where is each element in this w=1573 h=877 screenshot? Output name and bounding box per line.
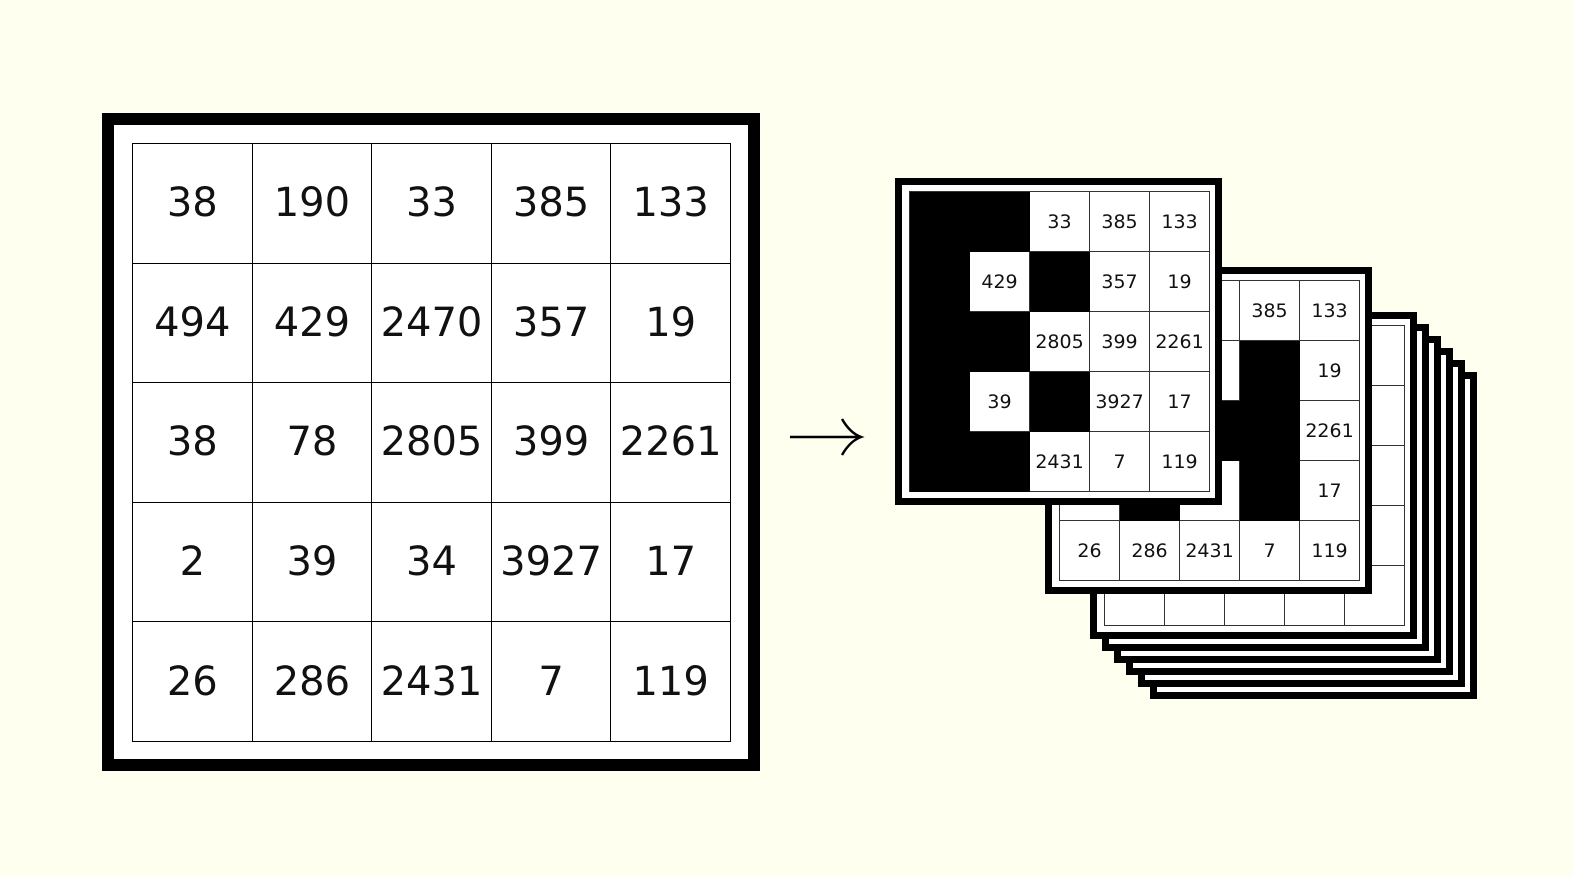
grid-cell: 2261 (611, 383, 731, 503)
grid-cell: 2261 (1150, 312, 1210, 372)
masked-cell (910, 372, 970, 432)
masked-cell (910, 312, 970, 372)
grid-cell: 429 (970, 252, 1030, 312)
grid-cell: 17 (611, 502, 731, 623)
grid-cell: 2470 (372, 263, 492, 384)
grid-cell: 7 (1090, 432, 1150, 492)
grid-cell: 399 (491, 383, 612, 503)
masked-cell (910, 432, 970, 492)
masked-cell (910, 192, 970, 252)
grid-cell: 2261 (1300, 401, 1360, 461)
grid-cell: 133 (1150, 192, 1210, 252)
grid-cell: 39 (252, 502, 373, 623)
grid-cell: 38 (133, 383, 253, 503)
grid-cell: 19 (1300, 341, 1360, 401)
grid-cell: 2805 (1030, 312, 1090, 372)
grid-cell: 133 (1300, 281, 1360, 341)
masked-cell (910, 252, 970, 312)
grid-cell: 119 (1300, 521, 1360, 581)
grid-cell: 19 (1150, 252, 1210, 312)
grid-cell: 2431 (372, 622, 492, 742)
grid-cell: 190 (252, 144, 373, 264)
masked-cell (1030, 252, 1090, 312)
grid-cell: 286 (252, 622, 373, 742)
grid-cell: 429 (252, 263, 373, 384)
grid-cell: 3927 (491, 502, 612, 623)
grid-cell: 19 (611, 263, 731, 384)
masked-cell (970, 312, 1030, 372)
masked-cell (1030, 372, 1090, 432)
grid-cell: 385 (491, 144, 612, 264)
grid-cell: 385 (1240, 281, 1300, 341)
grid-cell: 494 (133, 263, 253, 384)
grid-cell: 133 (611, 144, 731, 264)
grid-cell: 7 (491, 622, 612, 742)
grid-cell: 399 (1090, 312, 1150, 372)
grid-cell: 26 (133, 622, 253, 742)
grid-cell: 119 (611, 622, 731, 742)
masked-cell (1240, 461, 1300, 521)
grid-cell: 286 (1120, 521, 1180, 581)
grid-cell: 34 (372, 502, 492, 623)
grid-cell: 78 (252, 383, 373, 503)
grid-cell: 2 (133, 502, 253, 623)
grid-cell: 17 (1150, 372, 1210, 432)
grid-cell: 3927 (1090, 372, 1150, 432)
grid-cell: 357 (491, 263, 612, 384)
grid-cell: 7 (1240, 521, 1300, 581)
grid-cell: 39 (970, 372, 1030, 432)
grid-cell: 33 (1030, 192, 1090, 252)
masked-cell (1240, 341, 1300, 401)
grid-cell: 2805 (372, 383, 492, 503)
masked-cell (1240, 401, 1300, 461)
grid-cell: 119 (1150, 432, 1210, 492)
masked-cell (970, 432, 1030, 492)
grid-cell: 2431 (1030, 432, 1090, 492)
grid-cell: 17 (1300, 461, 1360, 521)
right-arrow-icon (790, 418, 865, 456)
grid-cell: 38 (133, 144, 253, 264)
grid-cell: 26 (1060, 521, 1120, 581)
masked-cell (970, 192, 1030, 252)
grid-cell: 357 (1090, 252, 1150, 312)
grid-cell: 33 (372, 144, 492, 264)
grid-cell: 385 (1090, 192, 1150, 252)
grid-cell: 2431 (1180, 521, 1240, 581)
